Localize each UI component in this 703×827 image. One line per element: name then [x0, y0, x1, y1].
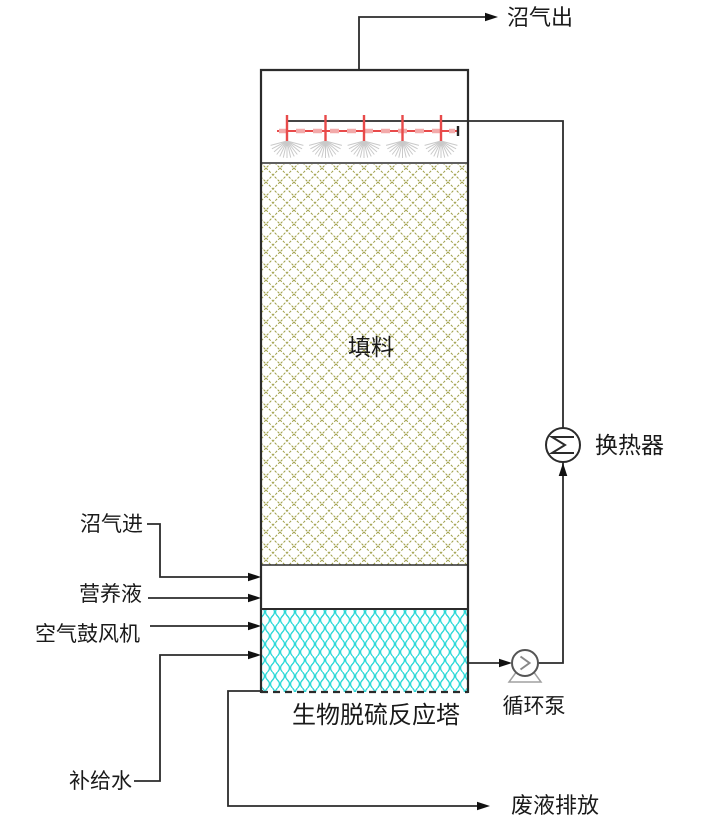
- air-blower-label: 空气鼓风机: [35, 622, 140, 646]
- spray-nozzles: [285, 115, 443, 141]
- tower-label: 生物脱硫反应塔: [292, 702, 460, 729]
- pump-inlet-arrow: [499, 658, 512, 668]
- flow-arrows: [248, 12, 568, 811]
- makeup-water-label: 补给水: [69, 769, 132, 793]
- waste-discharge-pipe: [227, 690, 478, 807]
- heat-exchanger-inlet-arrow: [558, 463, 568, 476]
- biogas-in-label: 沼气进: [80, 512, 143, 536]
- heat-exchanger-label: 换热器: [595, 433, 664, 458]
- biogas-in-pipe: [147, 523, 249, 578]
- nutrient-arrow: [248, 593, 261, 603]
- pump-to-heat-exchanger-pipe: [538, 462, 564, 664]
- biogas-out-label: 沼气出: [507, 5, 573, 30]
- nutrient-label: 营养液: [79, 582, 142, 606]
- waste-discharge-label: 废液排放: [511, 793, 599, 818]
- tower-outline: [259, 68, 470, 693]
- waste-discharge-arrow: [477, 801, 490, 811]
- heat-exchanger-icon: [545, 427, 581, 463]
- circulation-pump-label: 循环泵: [503, 694, 566, 718]
- liquid-section: [262, 610, 467, 692]
- spray-fans: [270, 140, 458, 159]
- air-blower-arrow: [248, 621, 261, 631]
- biogas-in-arrow: [248, 572, 261, 582]
- makeup-water-arrow: [248, 650, 261, 660]
- packing-label: 填料: [348, 335, 394, 360]
- spray-header-to-heat-exchanger-pipe: [287, 120, 564, 428]
- biogas-out-pipe: [358, 16, 486, 70]
- spray-assembly: [270, 115, 460, 159]
- biogas-out-arrow: [485, 12, 498, 22]
- packing-section: [262, 164, 467, 565]
- makeup-water-pipe: [134, 654, 249, 782]
- circulation-pump-icon: [507, 649, 543, 683]
- piping: [134, 16, 564, 807]
